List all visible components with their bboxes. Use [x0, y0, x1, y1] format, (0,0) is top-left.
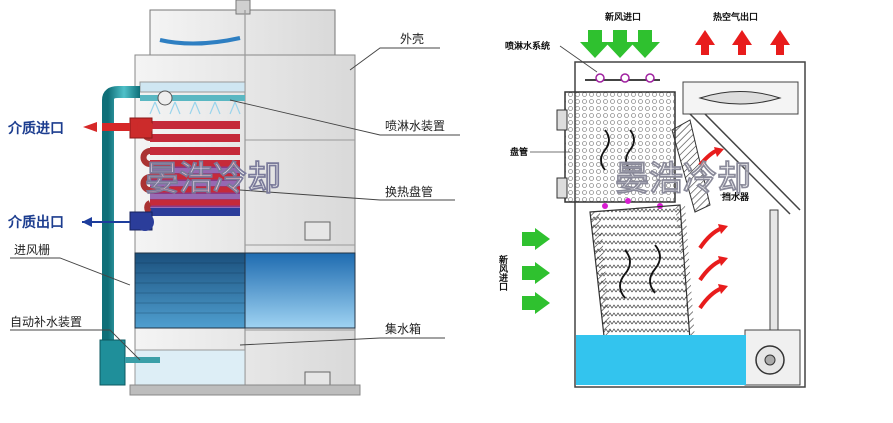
- fan-motor: [235, 0, 251, 15]
- spray-device-label: 喷淋水装置: [385, 119, 445, 133]
- left-tower: [10, 0, 460, 396]
- air-inlet-louver-label: 进风栅: [14, 242, 50, 257]
- spray-system-label: 喷淋水系统: [505, 40, 550, 52]
- water-baffle: [671, 119, 711, 213]
- air-inlet-louver-fill: [134, 252, 246, 329]
- watermark-right: 晏浩冷却: [615, 159, 751, 199]
- coil-label: 盘管: [510, 146, 528, 158]
- outlet-arrow: [82, 217, 130, 227]
- spray-header: [140, 95, 245, 101]
- casing-label: 外壳: [400, 32, 424, 46]
- inlet-arrow: [83, 122, 130, 132]
- leader-lines: [10, 47, 460, 361]
- fresh-air-arrows-side: [522, 228, 550, 314]
- spray-nozzles: [149, 101, 241, 115]
- basin-water: [134, 349, 246, 386]
- medium-inlet-label: 介质进口: [7, 120, 64, 137]
- spray-nozzles-right: [595, 73, 655, 83]
- fan-blade: [159, 36, 241, 46]
- internal-flow-arrows: [600, 129, 661, 299]
- medium-outlet-label: 介质出口: [7, 214, 64, 231]
- spray-pump: [99, 339, 126, 386]
- hot-air-outlet-label: 热空气出口: [713, 11, 758, 23]
- watermark-left: 晏浩冷却: [145, 159, 281, 199]
- hot-air-arrows: [695, 30, 790, 55]
- water-collection-tank-label: 集水箱: [385, 321, 421, 336]
- valve: [157, 90, 173, 106]
- water-baffle-label: 挡水器: [722, 191, 750, 203]
- auto-makeup-water-label: 自动补水装置: [10, 315, 82, 329]
- access-door-lower: [304, 371, 331, 387]
- fresh-air-inlet-top-label: 新风进口: [605, 11, 641, 23]
- fan-stack: [149, 9, 336, 56]
- spray-riser-pipe: [102, 86, 140, 380]
- svg-text:新风进口: 新风进口: [497, 254, 508, 292]
- fan: [698, 91, 782, 105]
- air-inlet-louver-right: [244, 252, 356, 329]
- return-pipe: [769, 209, 779, 341]
- base-frame: [129, 384, 361, 396]
- coil-bundle: [564, 91, 676, 203]
- access-door-upper: [304, 221, 331, 241]
- heat-exchange-coil-label: 换热盘管: [385, 184, 433, 199]
- fresh-air-arrows-top: [580, 30, 660, 58]
- fresh-air-inlet-side-label: 新风进口: [497, 254, 508, 292]
- basin-water-right: [576, 335, 746, 385]
- drift-eliminator: [139, 81, 246, 93]
- right-tower: [522, 30, 806, 388]
